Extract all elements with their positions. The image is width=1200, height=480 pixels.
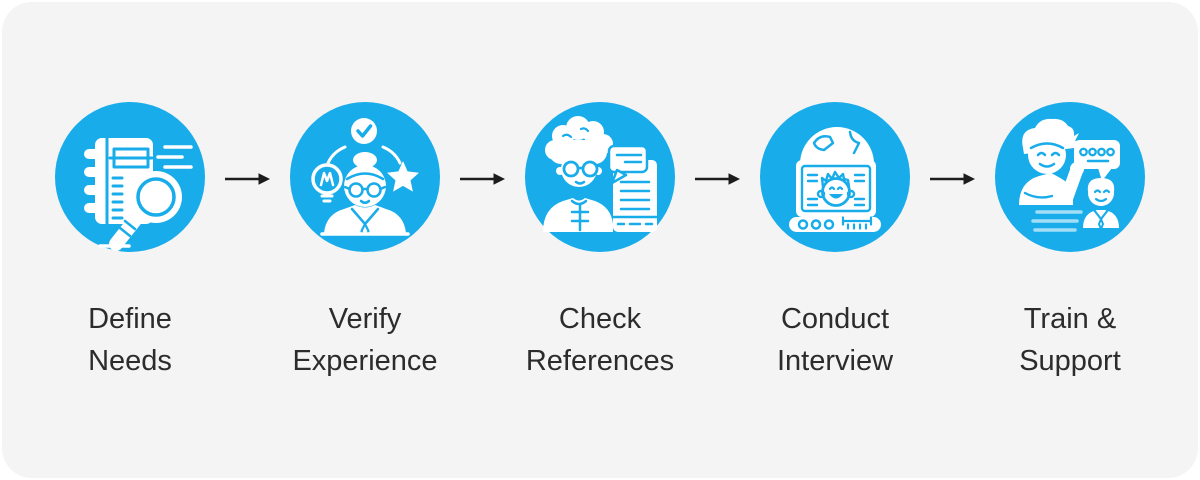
step-label-line: Support [1019,345,1121,377]
step-define-needs: Define Needs [35,102,225,382]
step-verify-experience: Verify Experience [270,102,460,382]
connector-arrow-icon [460,171,505,187]
connector-arrow-icon [225,171,270,187]
notebook-magnifier-icon [84,136,193,251]
process-steps-row: Define Needs [35,102,1165,382]
step-check-references: Check References [505,102,695,382]
person-document-icon [543,116,659,232]
laptop-video-call-icon [789,127,881,232]
step-label-line: Train & [1023,303,1117,335]
step-label-line: Conduct [780,303,889,335]
step-label-line: Check [558,303,642,335]
step-label-line: Needs [88,345,172,377]
step-label-line: References [525,345,675,377]
mentor-speech-icon [1019,118,1120,232]
step-train-support: Train & Support [975,102,1165,382]
step-label: Define Needs [88,298,172,382]
step-icon-circle [760,102,910,252]
step-icon-circle [525,102,675,252]
connector-arrow-icon [695,171,740,187]
step-icon-circle [995,102,1145,252]
step-icon-circle [55,102,205,252]
step-label: Conduct Interview [777,298,893,382]
step-label-line: Verify [328,303,402,335]
step-label: Check References [526,298,674,382]
connector-arrow-icon [930,171,975,187]
step-label-line: Define [88,303,172,335]
step-label-line: Interview [776,345,894,377]
step-label: Verify Experience [292,298,437,382]
step-icon-circle [290,102,440,252]
person-achievement-icon [311,118,419,243]
step-label-line: Experience [292,345,438,377]
step-label: Train & Support [1019,298,1121,382]
step-conduct-interview: Conduct Interview [740,102,930,382]
